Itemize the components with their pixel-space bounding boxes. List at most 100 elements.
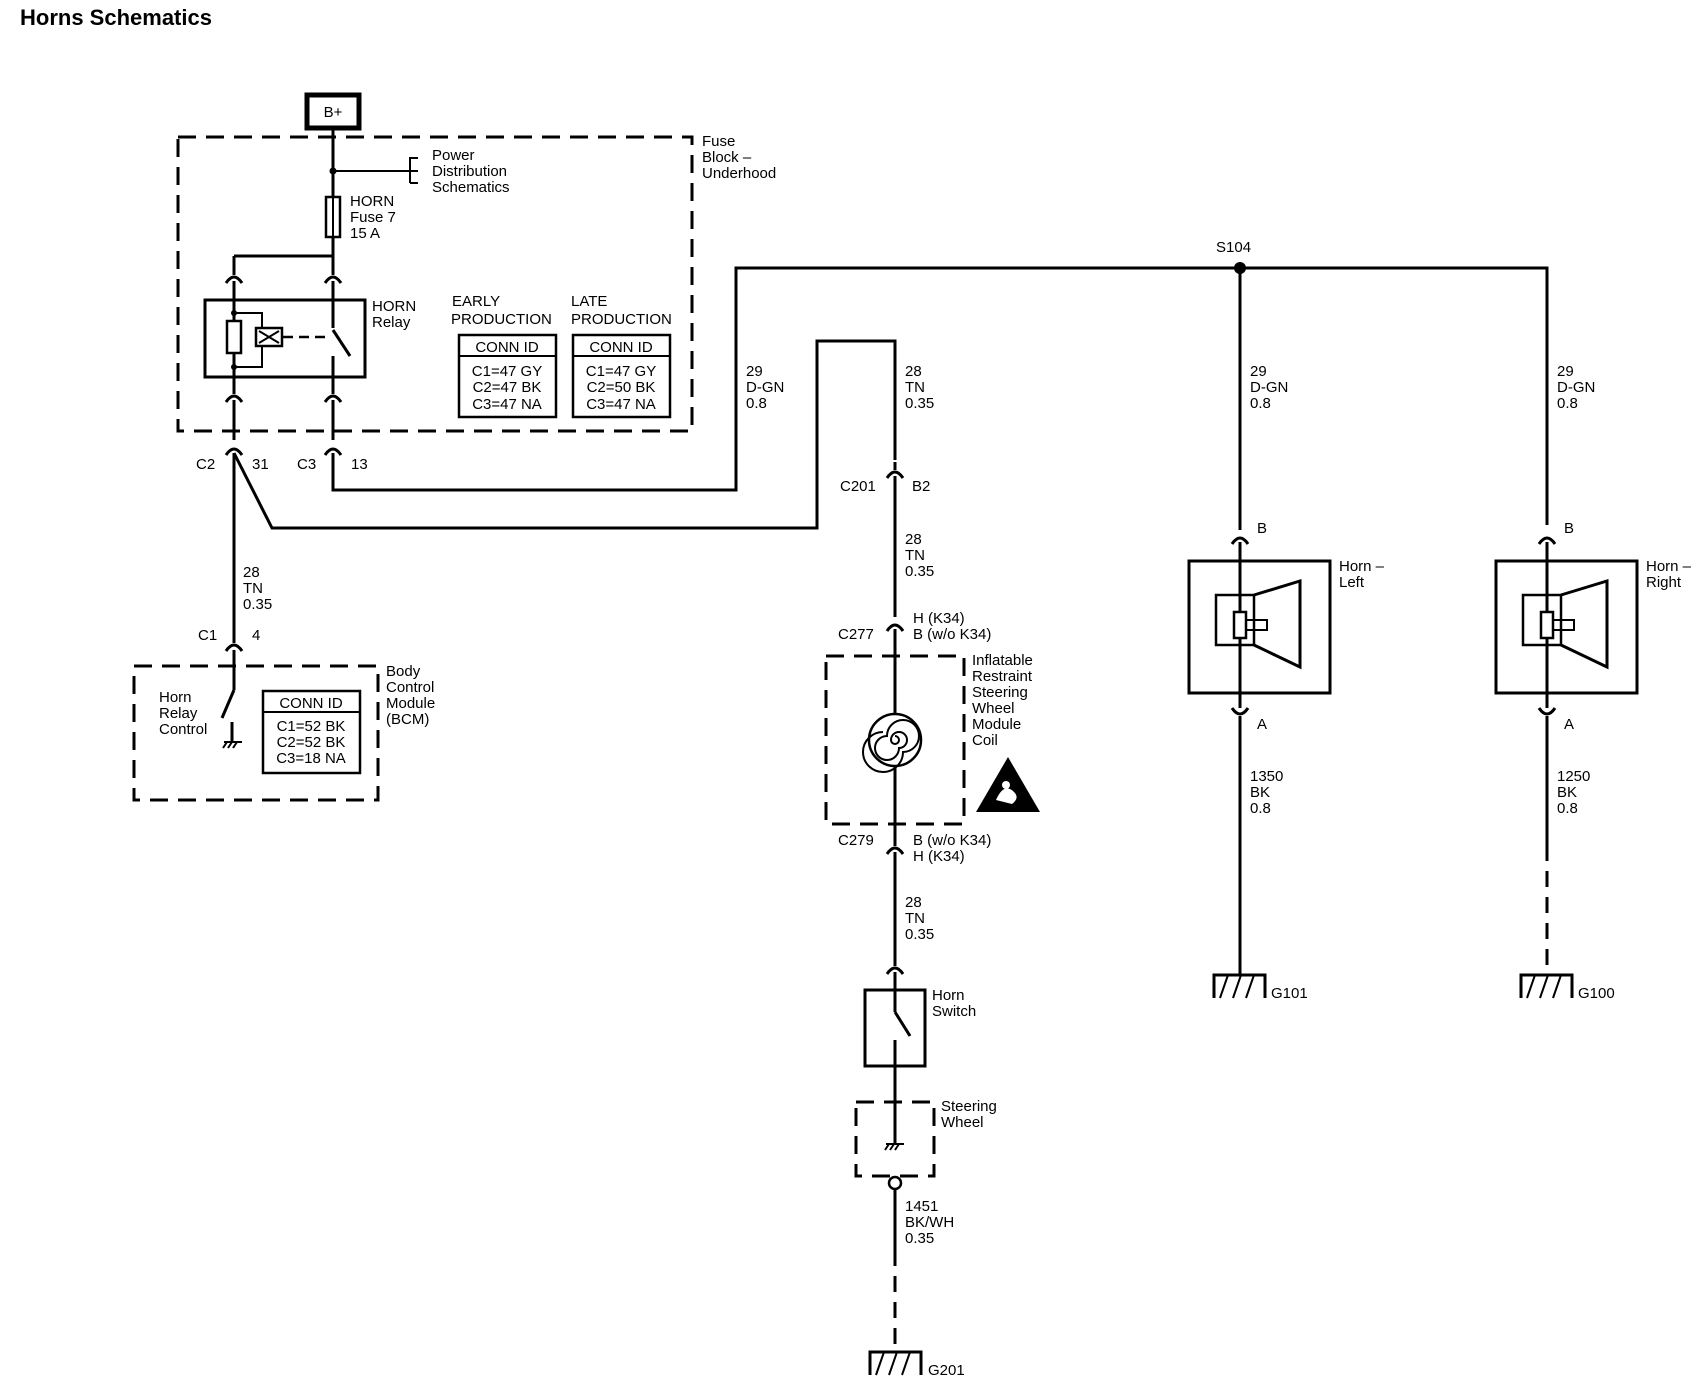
- relay-label-line: HORN: [372, 298, 416, 315]
- wire-label-line: 28: [905, 363, 922, 380]
- control-label-line: Control: [159, 721, 207, 738]
- fuse-label-line: Fuse 7: [350, 209, 396, 226]
- early-heading-line: EARLY: [452, 293, 500, 310]
- left-horn-pin-a-connector: [1230, 707, 1250, 716]
- early-heading-line: PRODUCTION: [451, 311, 552, 328]
- steering-wheel-terminal: [887, 1175, 903, 1191]
- horn-right-label: Horn – Right: [1646, 558, 1692, 591]
- horn-left-label: Horn – Left: [1339, 558, 1385, 591]
- wire-label-line: 29: [746, 363, 763, 380]
- c3-connector: [323, 447, 343, 456]
- horn-relay-control-label: Horn Relay Control: [159, 689, 207, 738]
- c201-label: C201: [840, 478, 876, 495]
- coil-label-line: Coil: [972, 732, 998, 749]
- bcm-c1-pin-label: 4: [252, 627, 260, 644]
- left-horn-pin-b-label: B: [1257, 520, 1267, 537]
- left-horn-pin-a-label: A: [1257, 716, 1267, 733]
- c277-label: C277: [838, 626, 874, 643]
- early-conn-row: C3=47 NA: [472, 396, 542, 413]
- wire-label-line: D-GN: [1250, 379, 1288, 396]
- wire-label-line: 0.35: [905, 1230, 934, 1247]
- wire-label-line: TN: [905, 379, 925, 396]
- c277-connector: [885, 623, 905, 632]
- c201-pin-label: B2: [912, 478, 930, 495]
- late-heading-line: PRODUCTION: [571, 311, 672, 328]
- battery-positive-label: B+: [324, 104, 343, 121]
- late-conn-row: C1=47 GY: [586, 363, 656, 380]
- horn-left-body: [1187, 559, 1332, 695]
- bcm-label: Body Control Module (BCM): [386, 663, 435, 728]
- control-label-line: Relay: [159, 705, 198, 722]
- bcm-c1-connector: [224, 643, 244, 652]
- bcm-conn-table: CONN ID C1=52 BK C2=52 BK C3=18 NA: [261, 689, 362, 775]
- horn-switch-label-line: Horn: [932, 987, 965, 1004]
- s104-label: S104: [1216, 239, 1251, 256]
- right-horn-pin-a-label: A: [1564, 716, 1574, 733]
- steering-wheel-label: Steering Wheel: [941, 1098, 997, 1131]
- horn-relay-control-switch: [220, 650, 242, 749]
- horn-right-label-line: Right: [1646, 574, 1682, 591]
- wire-label-line: 1250: [1557, 768, 1590, 785]
- wire-label-line: BK/WH: [905, 1214, 954, 1231]
- wire-label-line: TN: [243, 580, 263, 597]
- wire-label-line: 29: [1250, 363, 1267, 380]
- c201-to-c277-wire-label: 28 TN 0.35: [905, 531, 934, 580]
- wire-label-line: 28: [905, 531, 922, 548]
- c279-label: C279: [838, 832, 874, 849]
- horn-relay-coil: [225, 300, 284, 377]
- bcm-label-line: (BCM): [386, 711, 429, 728]
- coil-label-line: Wheel: [972, 700, 1015, 717]
- relay-pin-connector: [323, 394, 343, 403]
- g101-ground-icon: [1212, 973, 1267, 999]
- airbag-warning-icon: [976, 757, 1040, 812]
- wire-label-line: 0.8: [746, 395, 767, 412]
- to-c201-wire-label: 28 TN 0.35: [905, 363, 934, 412]
- right-horn-pin-b-label: B: [1564, 520, 1574, 537]
- left-ground-wire-label: 1350 BK 0.8: [1250, 768, 1283, 817]
- g201-label: G201: [928, 1362, 965, 1379]
- horn-relay-label: HORN Relay: [372, 298, 416, 331]
- c277-pin-label: B (w/o K34): [913, 626, 991, 643]
- late-conn-row: C2=50 BK: [587, 379, 656, 396]
- wire-label-line: 28: [243, 564, 260, 581]
- bcm-label-line: Body: [386, 663, 421, 680]
- horn-left-label-line: Horn –: [1339, 558, 1385, 575]
- steering-wheel-ground-icon: [884, 1102, 904, 1151]
- wire-label-line: D-GN: [746, 379, 784, 396]
- fuse-block-label-line: Fuse: [702, 133, 735, 150]
- late-heading-line: LATE: [571, 293, 607, 310]
- right-ground-wire-label: 1250 BK 0.8: [1557, 768, 1590, 817]
- c3-label: C3: [297, 456, 316, 473]
- coil-label: Inflatable Restraint Steering Wheel Modu…: [972, 652, 1033, 749]
- c2-connector: [224, 447, 244, 456]
- early-conn-row: C1=47 GY: [472, 363, 542, 380]
- left-feed-wire-label: 29 D-GN 0.8: [1250, 363, 1288, 412]
- fuse-block-label-line: Underhood: [702, 165, 776, 182]
- c279-pin-label: B (w/o K34): [913, 832, 991, 849]
- bcm-conn-row: C3=18 NA: [276, 750, 346, 767]
- bcm-conn-row: C2=52 BK: [277, 734, 346, 751]
- g100-label: G100: [1578, 985, 1615, 1002]
- g100-ground-icon: [1519, 973, 1574, 999]
- switch-ground-wire-label: 1451 BK/WH 0.35: [905, 1198, 954, 1247]
- c279-pin-label: H (K34): [913, 848, 965, 865]
- wire-label-line: 0.8: [1557, 800, 1578, 817]
- c279-connector: [885, 846, 905, 855]
- c279-to-switch-wire-label: 28 TN 0.35: [905, 894, 934, 943]
- late-conn-row: C3=47 NA: [586, 396, 656, 413]
- wire-label-line: BK: [1557, 784, 1577, 801]
- bcm-c1-label: C1: [198, 627, 217, 644]
- steering-wheel-label-line: Wheel: [941, 1114, 984, 1131]
- relay-to-bcm-wire-label: 28 TN 0.35: [243, 564, 272, 613]
- horn-right-label-line: Horn –: [1646, 558, 1692, 575]
- bcm-conn-row: C1=52 BK: [277, 718, 346, 735]
- relay-label-line: Relay: [372, 314, 411, 331]
- horn-switch-connector: [885, 966, 905, 975]
- wire-label-line: 0.8: [1557, 395, 1578, 412]
- right-horn-pin-b-connector: [1537, 536, 1557, 545]
- early-production-table: EARLY PRODUCTION CONN ID C1=47 GY C2=47 …: [451, 293, 558, 419]
- horn-switch-label: Horn Switch: [932, 987, 976, 1020]
- c277-pin-label: H (K34): [913, 610, 965, 627]
- horn-relay-body: [203, 298, 367, 379]
- late-production-table: LATE PRODUCTION CONN ID C1=47 GY C2=50 B…: [571, 293, 672, 419]
